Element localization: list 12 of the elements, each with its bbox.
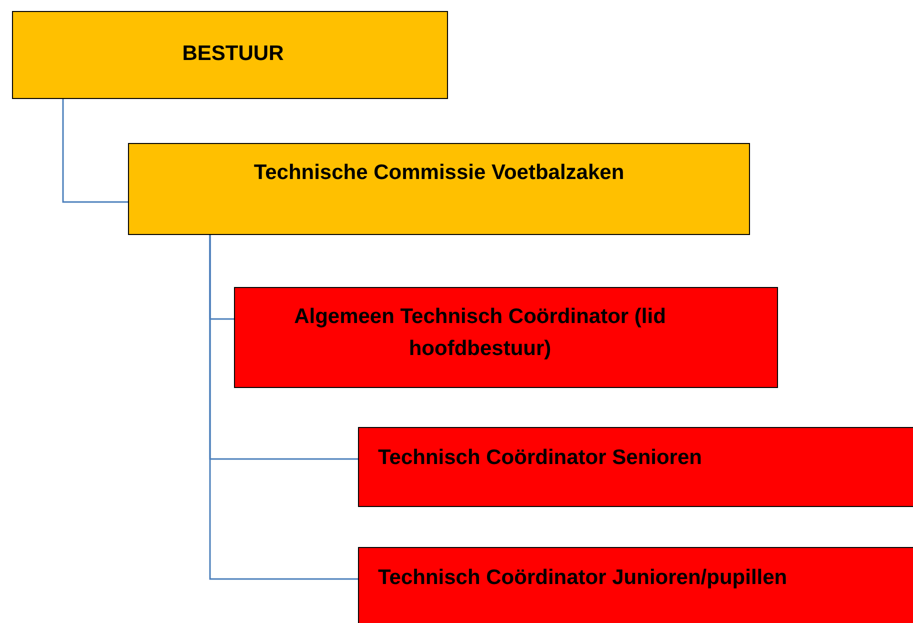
org-box (358, 427, 913, 507)
connector-line (62, 99, 128, 203)
box-title: Technische Commissie Voetbalzaken (252, 160, 626, 186)
org-box (358, 547, 913, 623)
box-title: BESTUUR (181, 41, 285, 67)
org-box (12, 11, 448, 99)
box-title: Algemeen Technisch Coördinator (lid hoofdbestuur) (293, 304, 667, 362)
box-title: Technisch Coördinator Senioren (378, 445, 703, 471)
org-box (234, 287, 778, 388)
connector-line (209, 235, 358, 580)
org-box (128, 143, 750, 235)
box-title: Technisch Coördinator Junioren/pupillen (378, 565, 788, 591)
